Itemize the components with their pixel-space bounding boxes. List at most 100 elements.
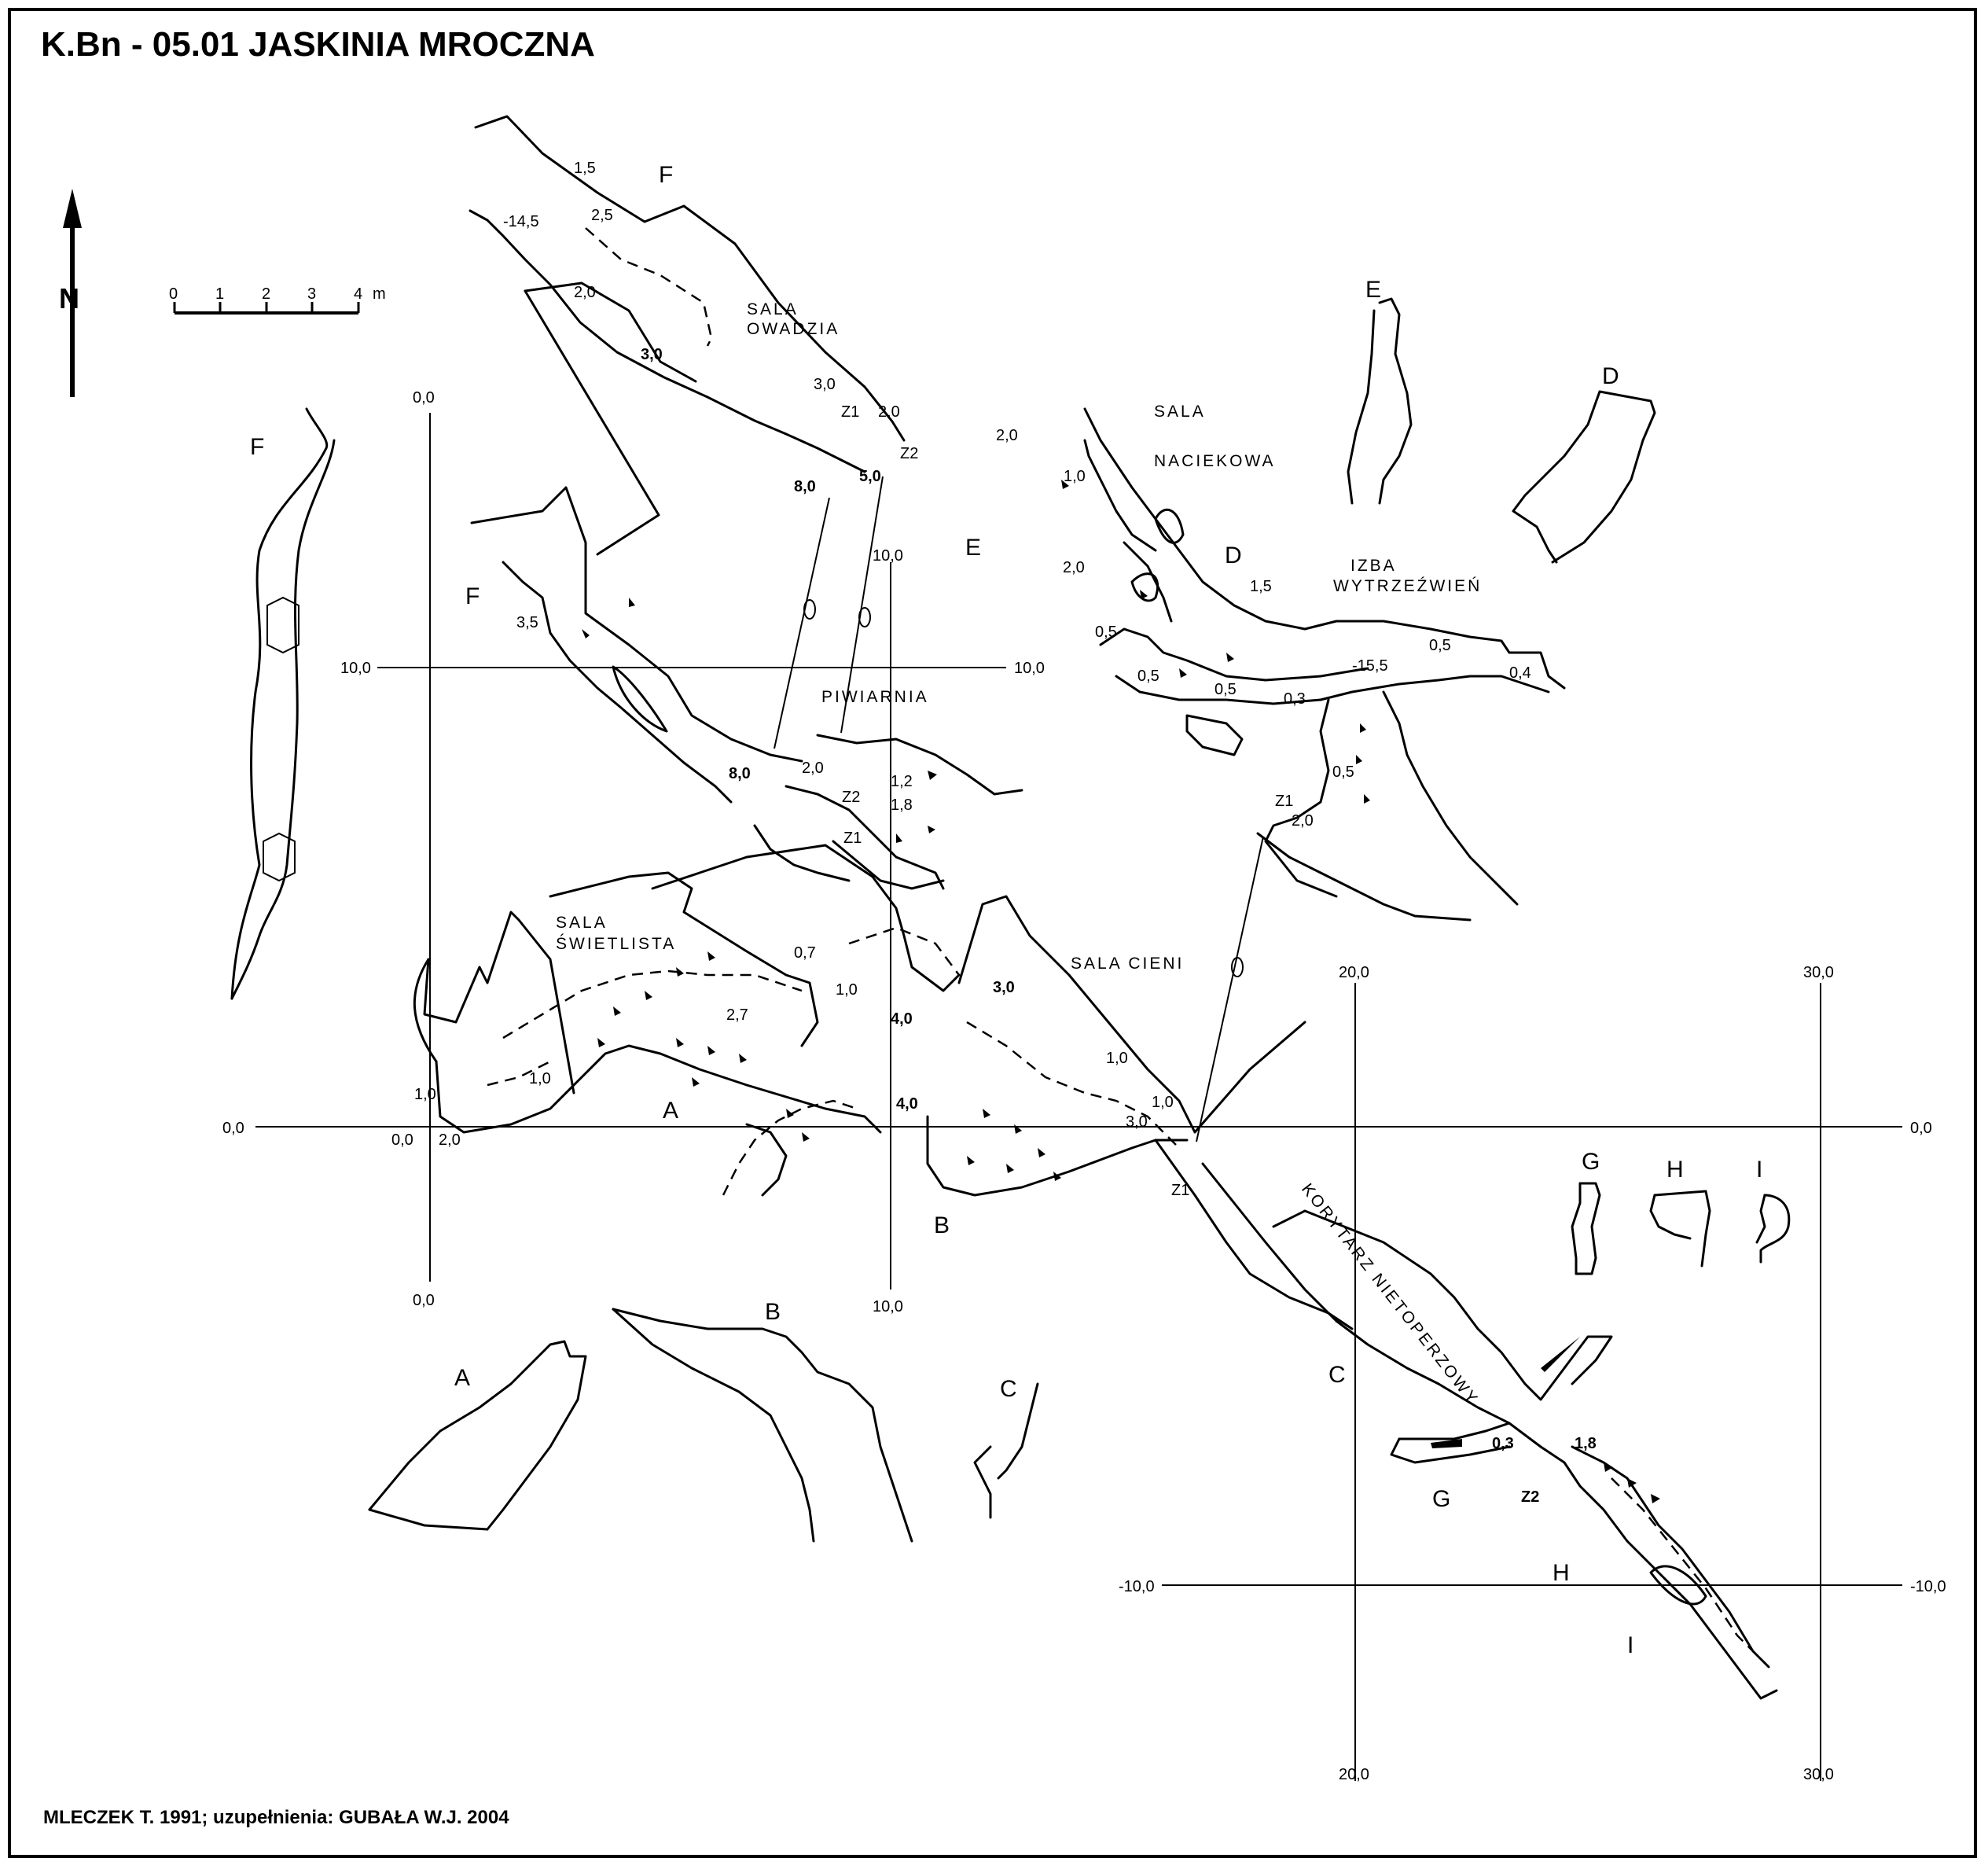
depth-value: 5,0 [859, 468, 881, 485]
grid-label: 20,0 [1339, 964, 1369, 981]
depth-value: 0,5 [1137, 668, 1159, 685]
depth-value: 1,8 [1575, 1435, 1597, 1452]
scale-bar: 0 1 2 3 4 m [169, 285, 386, 315]
depth-value: 1,0 [1152, 1094, 1174, 1111]
section-cut-label: A [663, 1098, 678, 1124]
grid-label: 0,0 [413, 1292, 435, 1309]
survey-marker: Z2 [842, 789, 860, 806]
grid-labels: 0,0 0,0 10,0 10,0 20,0 20,0 30,0 30,0 10… [222, 389, 1946, 1783]
depth-value: 8,0 [729, 765, 751, 782]
depth-value: 1,0 [836, 981, 858, 999]
room-labels: SALA OWADZIA SALA NACIEKOWA IZBA WYTRZEŹ… [556, 300, 1482, 1409]
survey-marker: Z1 [841, 403, 859, 421]
section-cut-label: F [465, 583, 480, 609]
depth-value: 4,0 [896, 1095, 918, 1113]
section-cut-label: B [934, 1212, 950, 1238]
section-cut-label: F [659, 162, 673, 188]
survey-markers: Z1 Z2 Z2 Z1 Z1 Z1 Z2 [841, 403, 1539, 1506]
scale-tick: 3 [307, 285, 316, 303]
map-title: K.Bn - 05.01 JASKINIA MROCZNA [41, 25, 595, 64]
depth-value: 3,0 [993, 979, 1015, 996]
depth-value: 0,0 [391, 1131, 413, 1149]
depth-value: 1,0 [1064, 468, 1086, 485]
scale-tick: 4 [354, 285, 362, 303]
section-cut-label: C [1328, 1362, 1346, 1388]
section-label: I [1756, 1157, 1762, 1183]
room-label: KORYTARZ NIETOPERZOWY [1298, 1180, 1482, 1409]
room-label: OWADZIA [747, 320, 840, 338]
section-cut-label: I [1627, 1632, 1633, 1658]
flowstone-marks [582, 480, 1660, 1503]
depth-value: 0,3 [1284, 690, 1306, 708]
depth-value: 3,5 [516, 614, 538, 631]
depth-value: 2,0 [574, 284, 596, 301]
survey-marker: Z1 [843, 830, 862, 847]
map-frame [8, 8, 1977, 1858]
depth-labels: 1,5 -14,5 2,5 2,0 3,0 3,0 2,0 2,0 8,0 5,… [391, 160, 1597, 1452]
section-profiles [230, 297, 1791, 1543]
depth-value: 0,7 [794, 944, 816, 962]
survey-marker: Z2 [1521, 1488, 1539, 1506]
depth-value: 1,8 [891, 797, 913, 814]
room-label: SALA [747, 300, 799, 318]
depth-value: 1,5 [1250, 578, 1272, 595]
depth-value: 2,0 [439, 1131, 461, 1149]
depth-value: 2,5 [591, 207, 613, 224]
room-label: IZBA [1350, 557, 1397, 575]
scale-tick: 1 [215, 285, 224, 303]
depth-value: 0,5 [1095, 624, 1117, 641]
depth-value: 0,4 [1509, 664, 1531, 682]
section-label: G [1582, 1149, 1600, 1175]
room-label: PIWIARNIA [821, 688, 929, 706]
depth-value: 1,0 [1106, 1050, 1128, 1067]
depth-value: 1,2 [891, 773, 913, 790]
depth-value: 4,0 [891, 1010, 913, 1028]
grid-label: 30,0 [1803, 964, 1834, 981]
room-label: SALA CIENI [1071, 955, 1184, 973]
cave-plan [413, 115, 1778, 1700]
depth-value: 0,5 [1332, 763, 1354, 781]
depth-value: 2,0 [802, 760, 824, 777]
grid-label: 10,0 [1014, 660, 1045, 677]
survey-grid [255, 413, 1902, 1781]
section-cut-label: G [1432, 1486, 1450, 1512]
room-label: SALA [556, 914, 608, 932]
grid-label: 10,0 [873, 1298, 903, 1315]
depth-value: 2,0 [1063, 559, 1085, 576]
depth-value: 3,0 [641, 346, 663, 363]
grid-label: 0,0 [413, 389, 435, 407]
depth-value: 0,5 [1214, 681, 1237, 698]
section-label: H [1666, 1157, 1684, 1183]
survey-marker: Z2 [900, 445, 918, 462]
depth-value: 8,0 [794, 478, 816, 495]
depth-value: 2,0 [996, 427, 1018, 444]
section-label: A [454, 1365, 470, 1391]
section-cut-label: D [1225, 543, 1242, 568]
grid-label: 0,0 [1910, 1120, 1932, 1137]
grid-label: 10,0 [340, 660, 371, 677]
room-label: WYTRZEŹWIEŃ [1333, 577, 1482, 595]
depth-value: 0,5 [1429, 637, 1451, 654]
depth-value: 0,3 [1492, 1435, 1514, 1452]
depth-value: 2,0 [1292, 812, 1314, 830]
section-cut-label: H [1553, 1560, 1570, 1586]
depth-value: 1,0 [529, 1070, 551, 1087]
north-arrow-icon: N [59, 189, 82, 397]
depth-value: 2,0 [878, 403, 900, 421]
depth-value: 3,0 [814, 376, 836, 393]
depth-value: 1,0 [414, 1086, 436, 1103]
section-label: D [1602, 363, 1619, 389]
survey-marker: Z1 [1171, 1182, 1189, 1199]
section-letters: F E D A B C G H I F F E D A B C G H I [250, 162, 1762, 1658]
depth-value: 3,0 [1126, 1113, 1148, 1131]
grid-label: 10,0 [873, 547, 903, 565]
scale-tick: 0 [169, 285, 178, 303]
section-label: B [765, 1299, 781, 1325]
room-label: NACIEKOWA [1154, 452, 1276, 470]
section-label: E [1365, 277, 1381, 303]
section-label: C [1000, 1376, 1017, 1402]
survey-marker: Z1 [1275, 793, 1293, 810]
room-label: SALA [1154, 403, 1206, 421]
section-cut-label: E [965, 535, 981, 561]
